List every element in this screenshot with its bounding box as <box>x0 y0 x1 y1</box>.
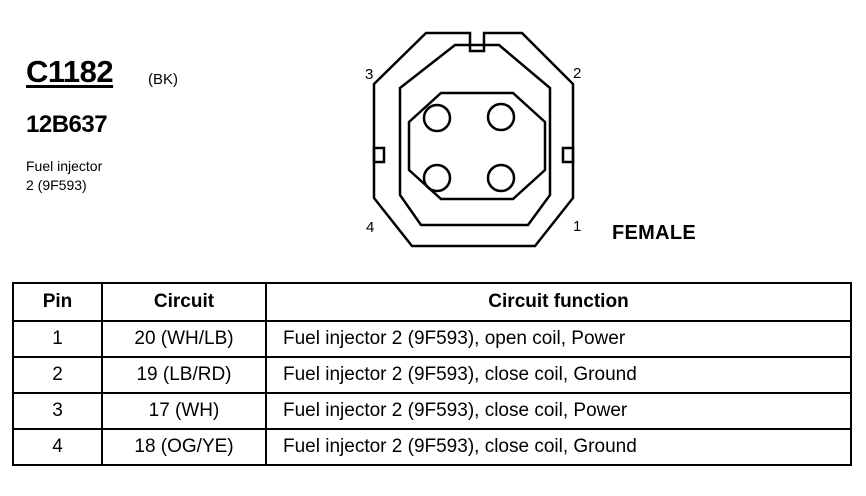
pin-label-2: 2 <box>573 65 581 82</box>
connector-id: C1182 <box>26 54 114 89</box>
connector-inner-outline <box>398 43 552 227</box>
table-row: 3 17 (WH) Fuel injector 2 (9F593), close… <box>12 392 852 430</box>
pin-label-3: 3 <box>365 66 373 83</box>
right-latch-tab <box>561 146 575 164</box>
connector-housing-outline <box>372 31 575 248</box>
row-circuit: 18 (OG/YE) <box>101 428 267 466</box>
pin-cavity-2 <box>486 102 516 132</box>
component-line-2: 2 (9F593) <box>26 177 87 193</box>
part-number: 12B637 <box>26 111 108 138</box>
connector-gender: FEMALE <box>612 222 697 244</box>
pin-cavity-4 <box>422 163 452 193</box>
row-function: Fuel injector 2 (9F593), close coil, Gro… <box>265 356 852 394</box>
header-circuit: Circuit <box>101 282 267 322</box>
row-pin: 2 <box>12 356 103 394</box>
table-header-row: Pin Circuit Circuit function <box>12 282 852 322</box>
connector-color: (BK) <box>148 71 178 88</box>
header-pin: Pin <box>12 282 103 322</box>
left-latch-tab <box>372 146 386 164</box>
row-function: Fuel injector 2 (9F593), close coil, Gro… <box>265 428 852 466</box>
row-pin: 1 <box>12 320 103 358</box>
component-line-1: Fuel injector <box>26 158 103 174</box>
component-description: Fuel injector 2 (9F593) <box>26 157 102 195</box>
pin-label-4: 4 <box>366 219 374 236</box>
pinout-table: Pin Circuit Circuit function 1 20 (WH/LB… <box>12 282 852 466</box>
table-row: 1 20 (WH/LB) Fuel injector 2 (9F593), op… <box>12 320 852 358</box>
row-function: Fuel injector 2 (9F593), open coil, Powe… <box>265 320 852 358</box>
row-circuit: 20 (WH/LB) <box>101 320 267 358</box>
pin-cavity-3 <box>422 103 452 133</box>
table-row: 2 19 (LB/RD) Fuel injector 2 (9F593), cl… <box>12 356 852 394</box>
row-circuit: 19 (LB/RD) <box>101 356 267 394</box>
row-circuit: 17 (WH) <box>101 392 267 430</box>
row-function: Fuel injector 2 (9F593), close coil, Pow… <box>265 392 852 430</box>
header-circuit-function: Circuit function <box>265 282 852 322</box>
connector-face-diagram: 3 2 4 1 <box>365 31 581 248</box>
pin-label-1: 1 <box>573 218 581 235</box>
row-pin: 3 <box>12 392 103 430</box>
pin-cavity-1 <box>486 163 516 193</box>
row-pin: 4 <box>12 428 103 466</box>
connector-pin-face <box>407 91 547 201</box>
table-row: 4 18 (OG/YE) Fuel injector 2 (9F593), cl… <box>12 428 852 466</box>
